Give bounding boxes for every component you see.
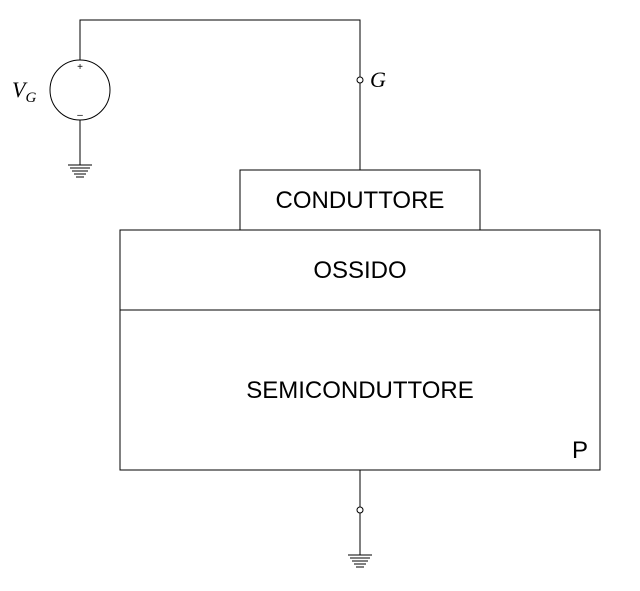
gate-terminal-node xyxy=(356,76,364,84)
semiconductor-label: SEMICONDUTTORE xyxy=(246,377,474,404)
source-label: VG xyxy=(12,77,36,106)
substrate-ground-icon xyxy=(348,554,372,568)
voltage-source: + – xyxy=(49,59,111,121)
conductor-layer xyxy=(239,169,481,231)
source-plus-sign: + xyxy=(77,62,83,73)
source-label-subscript: G xyxy=(25,90,36,106)
source-label-symbol: V xyxy=(12,77,28,102)
gate-wire-top xyxy=(79,19,361,77)
oxide-label: OSSIDO xyxy=(313,257,406,284)
oxide-layer xyxy=(119,229,601,311)
conductor-label: CONDUTTORE xyxy=(276,187,445,214)
gate-terminal-label: G xyxy=(370,67,386,92)
source-ground-icon xyxy=(68,164,92,178)
source-minus-sign: – xyxy=(77,110,83,121)
doping-label: P xyxy=(572,437,588,464)
substrate-terminal-node xyxy=(356,506,364,514)
